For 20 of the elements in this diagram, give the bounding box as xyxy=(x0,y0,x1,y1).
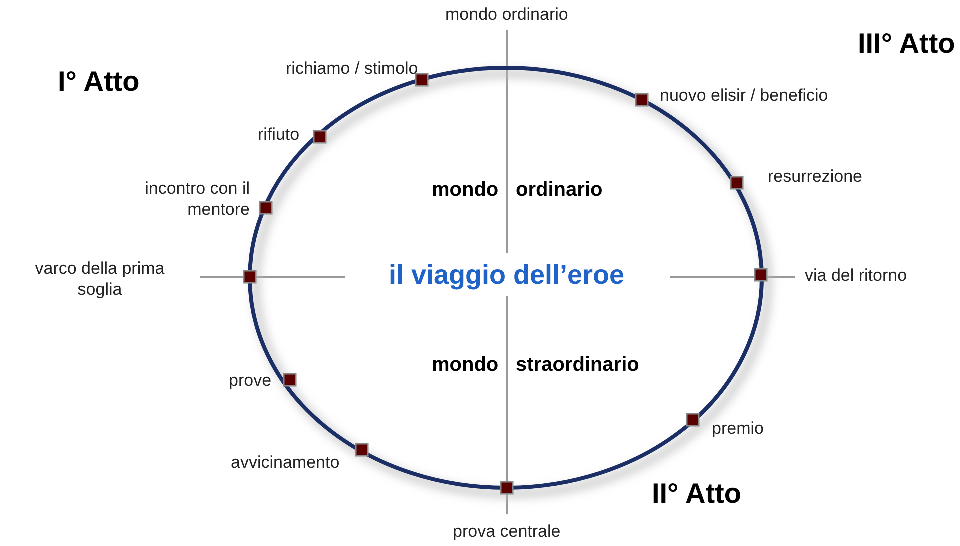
stage-label: via del ritorno xyxy=(805,265,908,286)
stage-label: resurrezione xyxy=(768,166,862,187)
stage-label: nuovo elisir / beneficio xyxy=(660,85,828,106)
world-label: ordinario xyxy=(516,178,603,202)
stage-label: varco della prima soglia xyxy=(34,258,166,300)
world-label: straordinario xyxy=(516,353,640,377)
stage-label: richiamo / stimolo xyxy=(286,58,418,79)
stage-label: rifiuto xyxy=(258,124,300,145)
world-label: mondo xyxy=(432,353,499,377)
diagram-title: il viaggio dell’eroe xyxy=(389,259,625,291)
stage-label: premio xyxy=(712,418,764,439)
stage-label: prova centrale xyxy=(453,521,561,542)
stage-label: mondo ordinario xyxy=(446,4,568,25)
stage-label: incontro con il mentore xyxy=(144,178,250,220)
stage-label: avvicinamento xyxy=(231,452,340,473)
act-label: III° Atto xyxy=(858,28,956,60)
act-label: I° Atto xyxy=(58,66,140,98)
act-label: II° Atto xyxy=(652,478,742,510)
stage-label: prove xyxy=(229,370,272,391)
world-label: mondo xyxy=(432,178,499,202)
